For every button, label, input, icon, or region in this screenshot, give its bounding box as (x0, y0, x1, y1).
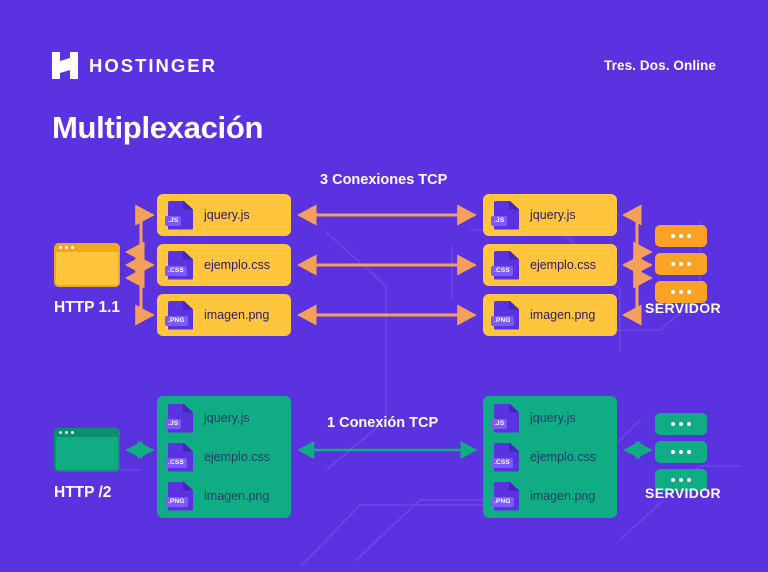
file-card-client-css[interactable]: .CSS ejemplo.css (157, 244, 291, 286)
server-unit (655, 413, 707, 435)
browser-titlebar (54, 428, 120, 437)
file-name: ejemplo.css (530, 450, 596, 464)
protocol-label-http11: HTTP 1.1 (54, 299, 121, 316)
file-row-png: .PNG imagen.png (165, 481, 291, 511)
file-name: jquery.js (204, 411, 250, 425)
window-dot-icon (71, 246, 74, 249)
brand-tagline: Tres. Dos. Online (604, 58, 716, 73)
file-name: ejemplo.css (204, 450, 270, 464)
page-header: HOSTINGER Tres. Dos. Online (0, 0, 768, 100)
server-stack-http11[interactable] (655, 225, 707, 303)
server-label-http2: SERVIDOR (645, 485, 722, 501)
file-name: jquery.js (530, 208, 576, 222)
file-card-client-js[interactable]: .JS jquery.js (157, 194, 291, 236)
file-name: imagen.png (204, 308, 270, 322)
file-card-server-js[interactable]: .JS jquery.js (483, 194, 617, 236)
js-file-icon: .JS (491, 200, 519, 230)
file-row-css: .CSS ejemplo.css (165, 442, 291, 472)
file-name: jquery.js (530, 411, 576, 425)
css-file-icon: .CSS (165, 442, 193, 472)
window-dot-icon (71, 431, 74, 434)
file-row-png: .PNG imagen.png (491, 481, 617, 511)
file-card-server-png[interactable]: .PNG imagen.png (483, 294, 617, 336)
protocol-label-http2: HTTP /2 (54, 484, 112, 501)
browser-viewport (54, 437, 120, 472)
browser-window-http2[interactable] (54, 428, 120, 472)
png-file-icon: .PNG (491, 481, 519, 511)
file-card-server-multiplexed[interactable]: .JS jquery.js .CSS ejemplo.css .PNG imag… (483, 396, 617, 518)
server-unit (655, 441, 707, 463)
file-row-js: .JS jquery.js (491, 403, 617, 433)
file-row-js: .JS jquery.js (165, 403, 291, 433)
file-name: ejemplo.css (530, 258, 596, 272)
window-dot-icon (65, 246, 68, 249)
file-name: ejemplo.css (204, 258, 270, 272)
window-dot-icon (59, 431, 62, 434)
browser-viewport (54, 252, 120, 287)
hostinger-h-logo-icon (52, 52, 78, 79)
js-file-icon: .JS (491, 403, 519, 433)
file-card-client-multiplexed[interactable]: .JS jquery.js .CSS ejemplo.css .PNG imag… (157, 396, 291, 518)
file-name: jquery.js (204, 208, 250, 222)
file-card-client-png[interactable]: .PNG imagen.png (157, 294, 291, 336)
file-card-server-css[interactable]: .CSS ejemplo.css (483, 244, 617, 286)
brand-logo[interactable]: HOSTINGER (52, 52, 217, 79)
png-file-icon: .PNG (491, 300, 519, 330)
server-unit (655, 253, 707, 275)
js-file-icon: .JS (165, 200, 193, 230)
server-stack-http2[interactable] (655, 413, 707, 491)
js-file-icon: .JS (165, 403, 193, 433)
window-dot-icon (59, 246, 62, 249)
brand-name: HOSTINGER (89, 54, 217, 76)
file-name: imagen.png (204, 489, 270, 503)
connection-label-http2: 1 Conexión TCP (327, 415, 439, 431)
css-file-icon: .CSS (165, 250, 193, 280)
server-label-http11: SERVIDOR (645, 300, 722, 316)
browser-titlebar (54, 243, 120, 252)
file-name: imagen.png (530, 308, 596, 322)
window-dot-icon (65, 431, 68, 434)
server-unit (655, 225, 707, 247)
browser-window-http11[interactable] (54, 243, 120, 287)
css-file-icon: .CSS (491, 250, 519, 280)
file-name: imagen.png (530, 489, 596, 503)
css-file-icon: .CSS (491, 442, 519, 472)
connection-label-http11: 3 Conexiones TCP (320, 172, 448, 188)
file-row-css: .CSS ejemplo.css (491, 442, 617, 472)
png-file-icon: .PNG (165, 481, 193, 511)
page-title: Multiplexación (52, 110, 264, 145)
png-file-icon: .PNG (165, 300, 193, 330)
